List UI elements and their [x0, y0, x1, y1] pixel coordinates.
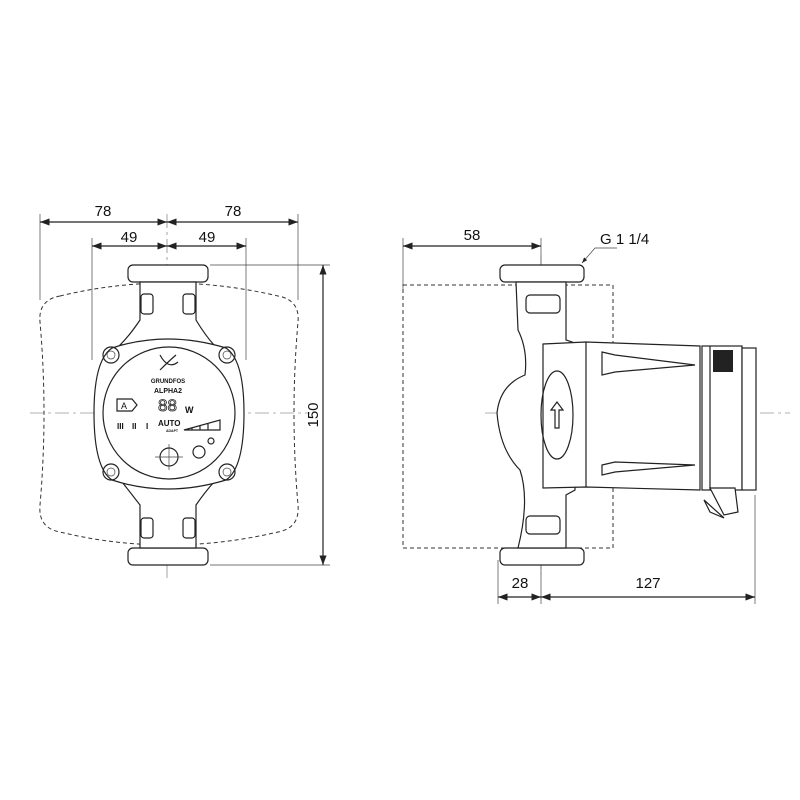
performance-bars-icon — [183, 419, 221, 431]
arrow-up-icon — [549, 401, 565, 429]
bottom-flange-side — [499, 547, 585, 566]
end-cover — [741, 347, 757, 491]
energy-class-label: A — [121, 401, 127, 411]
model-label: ALPHA2 — [154, 388, 182, 395]
dim-label-overall-left: 78 — [95, 203, 112, 220]
curve-label-2: II — [132, 422, 136, 431]
grundfos-logo-icon — [159, 354, 179, 371]
top-flange — [127, 264, 209, 283]
power-unit: W — [185, 405, 194, 415]
led-icon — [207, 437, 215, 445]
front-view: 78 78 49 49 150 GRUNDFOS ALPHA2 — [30, 203, 330, 580]
energy-class-badge — [116, 398, 138, 412]
screw-icon — [102, 346, 236, 481]
bottom-flange — [127, 547, 209, 566]
curve-label-3: III — [117, 422, 124, 431]
dim-label-height: 150 — [305, 402, 322, 427]
cable-connector — [709, 487, 739, 516]
thread-label: G 1 1/4 — [600, 231, 649, 248]
dim-label-inlet-offset: 28 — [512, 575, 529, 592]
cooling-fin-bottom — [601, 461, 696, 476]
cooling-fin-top — [601, 351, 696, 376]
power-display: 88 — [158, 396, 177, 415]
dim-label-overall-right: 78 — [225, 203, 242, 220]
light-indicator-icon — [192, 445, 206, 459]
control-panel-face — [102, 346, 236, 480]
mode-auto-label: AUTO — [158, 419, 181, 428]
brand-label: GRUNDFOS — [151, 379, 185, 385]
motor-housing — [542, 341, 701, 491]
top-flange-side — [499, 264, 585, 283]
nameplate — [713, 350, 733, 372]
envelope-outline — [39, 282, 299, 546]
dim-label-flange-right: 49 — [199, 229, 216, 246]
side-view: 58 28 127 G 1 1/4 — [402, 227, 790, 604]
dim-label-motor-length: 127 — [635, 575, 660, 592]
dim-label-width-top: 58 — [464, 227, 481, 244]
mode-adapt-label: ADAPT — [166, 429, 179, 433]
thread-leader — [581, 247, 617, 264]
curve-label-1: I — [146, 422, 148, 431]
flow-direction-window — [540, 370, 574, 460]
dim-label-flange-left: 49 — [121, 229, 138, 246]
